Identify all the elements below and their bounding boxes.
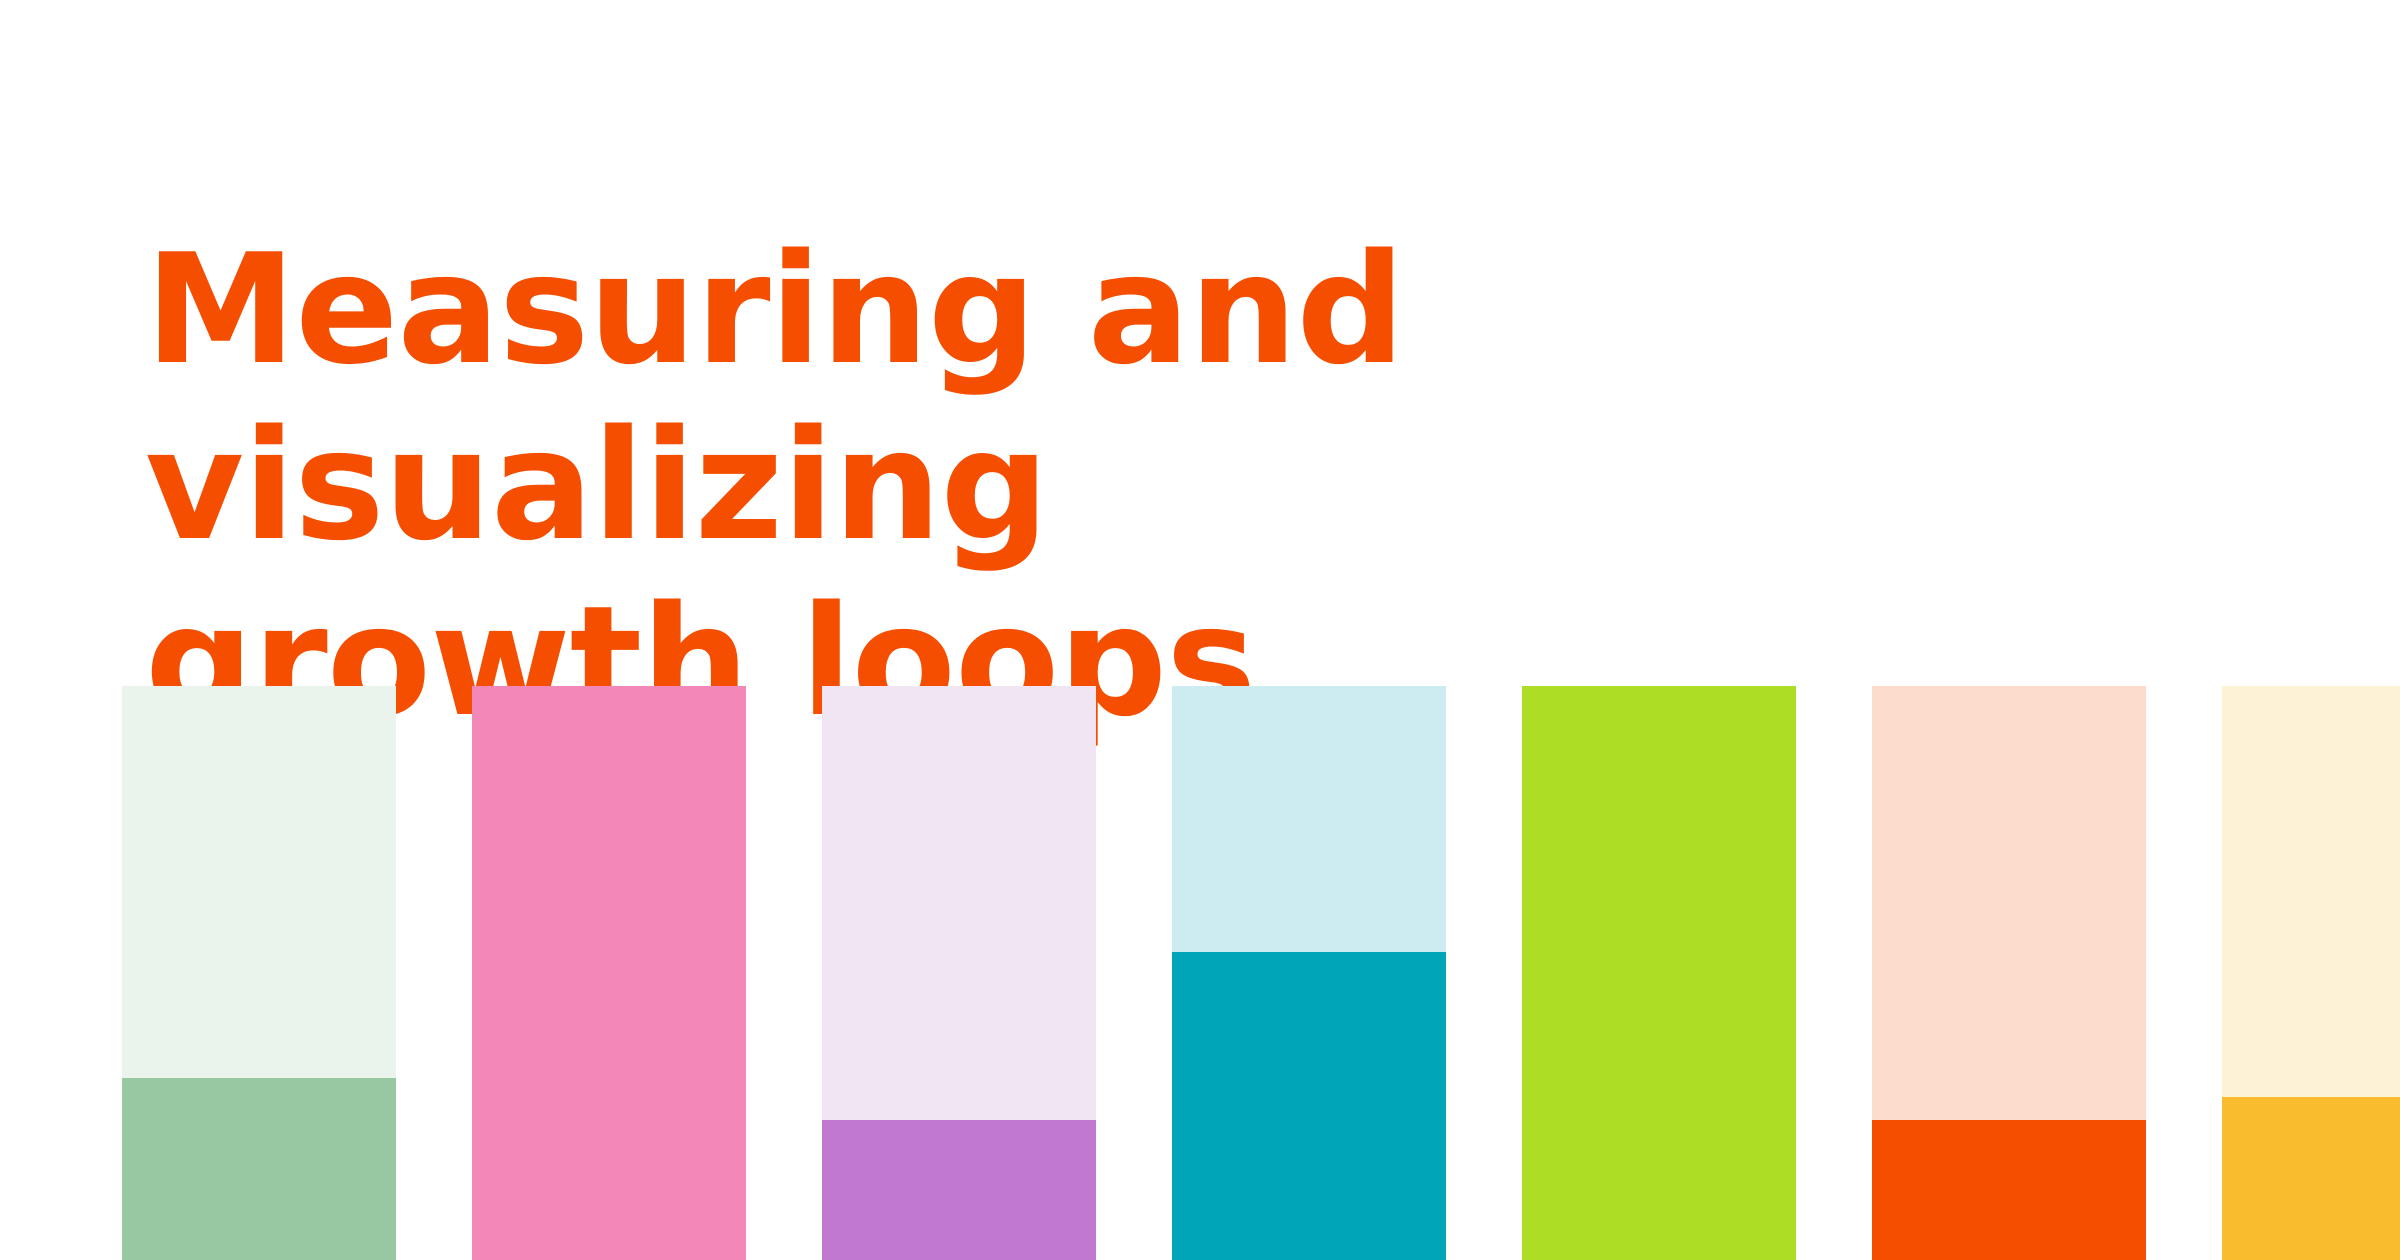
bar-6 <box>1872 686 2146 1260</box>
bar-4-fill <box>1172 952 1446 1260</box>
bar-4 <box>1172 686 1446 1260</box>
bar-7 <box>2222 686 2400 1260</box>
bar-1 <box>122 686 396 1260</box>
bar-7-fill <box>2222 1097 2400 1260</box>
title-line-1: Measuring and visualizing <box>145 221 1405 574</box>
bar-6-fill <box>1872 1120 2146 1260</box>
bar-3-fill <box>822 1120 1096 1260</box>
bar-5-fill <box>1522 686 1796 1260</box>
page-title: Measuring and visualizing growth loops <box>145 222 2145 750</box>
bar-5 <box>1522 686 1796 1260</box>
bar-1-fill <box>122 1078 396 1260</box>
bar-2 <box>472 686 746 1260</box>
bar-2-fill <box>472 686 746 1260</box>
bar-graphic <box>0 686 2400 1260</box>
bar-3 <box>822 686 1096 1260</box>
